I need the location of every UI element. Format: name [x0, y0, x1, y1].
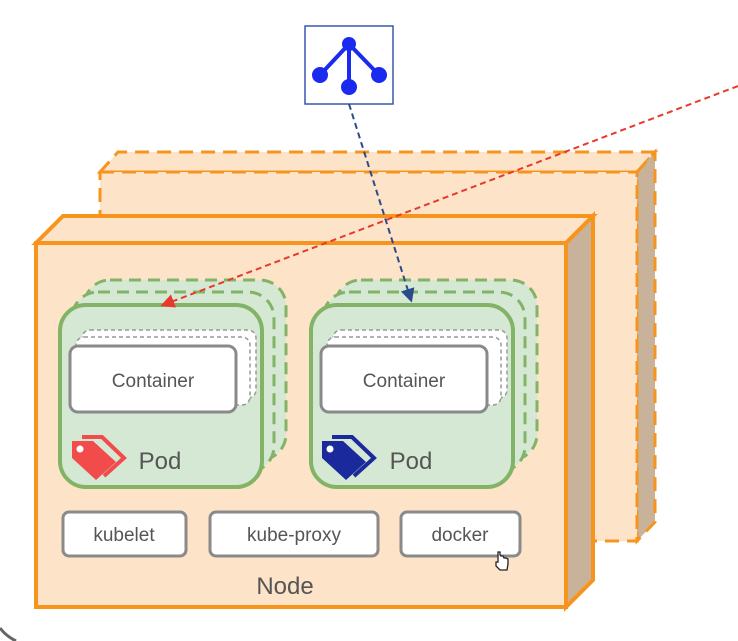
- service-to-pod-arrow: [348, 103, 415, 303]
- tag-shape-back: [82, 435, 127, 478]
- hand-cursor-icon: [495, 551, 509, 571]
- component-label: kubelet: [93, 525, 155, 546]
- label-tag-icon: [72, 435, 127, 480]
- external-traffic-arrow: [160, 85, 738, 308]
- tag-shape-back: [332, 435, 377, 478]
- component-docker: docker: [399, 510, 522, 558]
- container-box: [319, 344, 489, 414]
- container-label: Container: [112, 371, 195, 392]
- pod-2: Container Pod: [309, 278, 539, 489]
- container-label: Container: [363, 371, 446, 392]
- service-network-icon: [304, 25, 394, 105]
- container-box: [68, 344, 238, 414]
- pod-label: Pod: [139, 448, 182, 475]
- container-stack-1: Container: [68, 329, 257, 414]
- component-label: kube-proxy: [247, 525, 341, 546]
- label-tag-icon: [322, 435, 377, 480]
- component-label: docker: [431, 525, 489, 546]
- component-kube-proxy: kube-proxy: [208, 510, 380, 558]
- component-kubelet: kubelet: [61, 510, 188, 558]
- container-stack-2: Container: [319, 329, 508, 414]
- pod-1: Container Pod: [58, 278, 288, 489]
- pod-label: Pod: [390, 448, 433, 475]
- node-label: Node: [256, 573, 313, 600]
- window-corner: [0, 627, 17, 641]
